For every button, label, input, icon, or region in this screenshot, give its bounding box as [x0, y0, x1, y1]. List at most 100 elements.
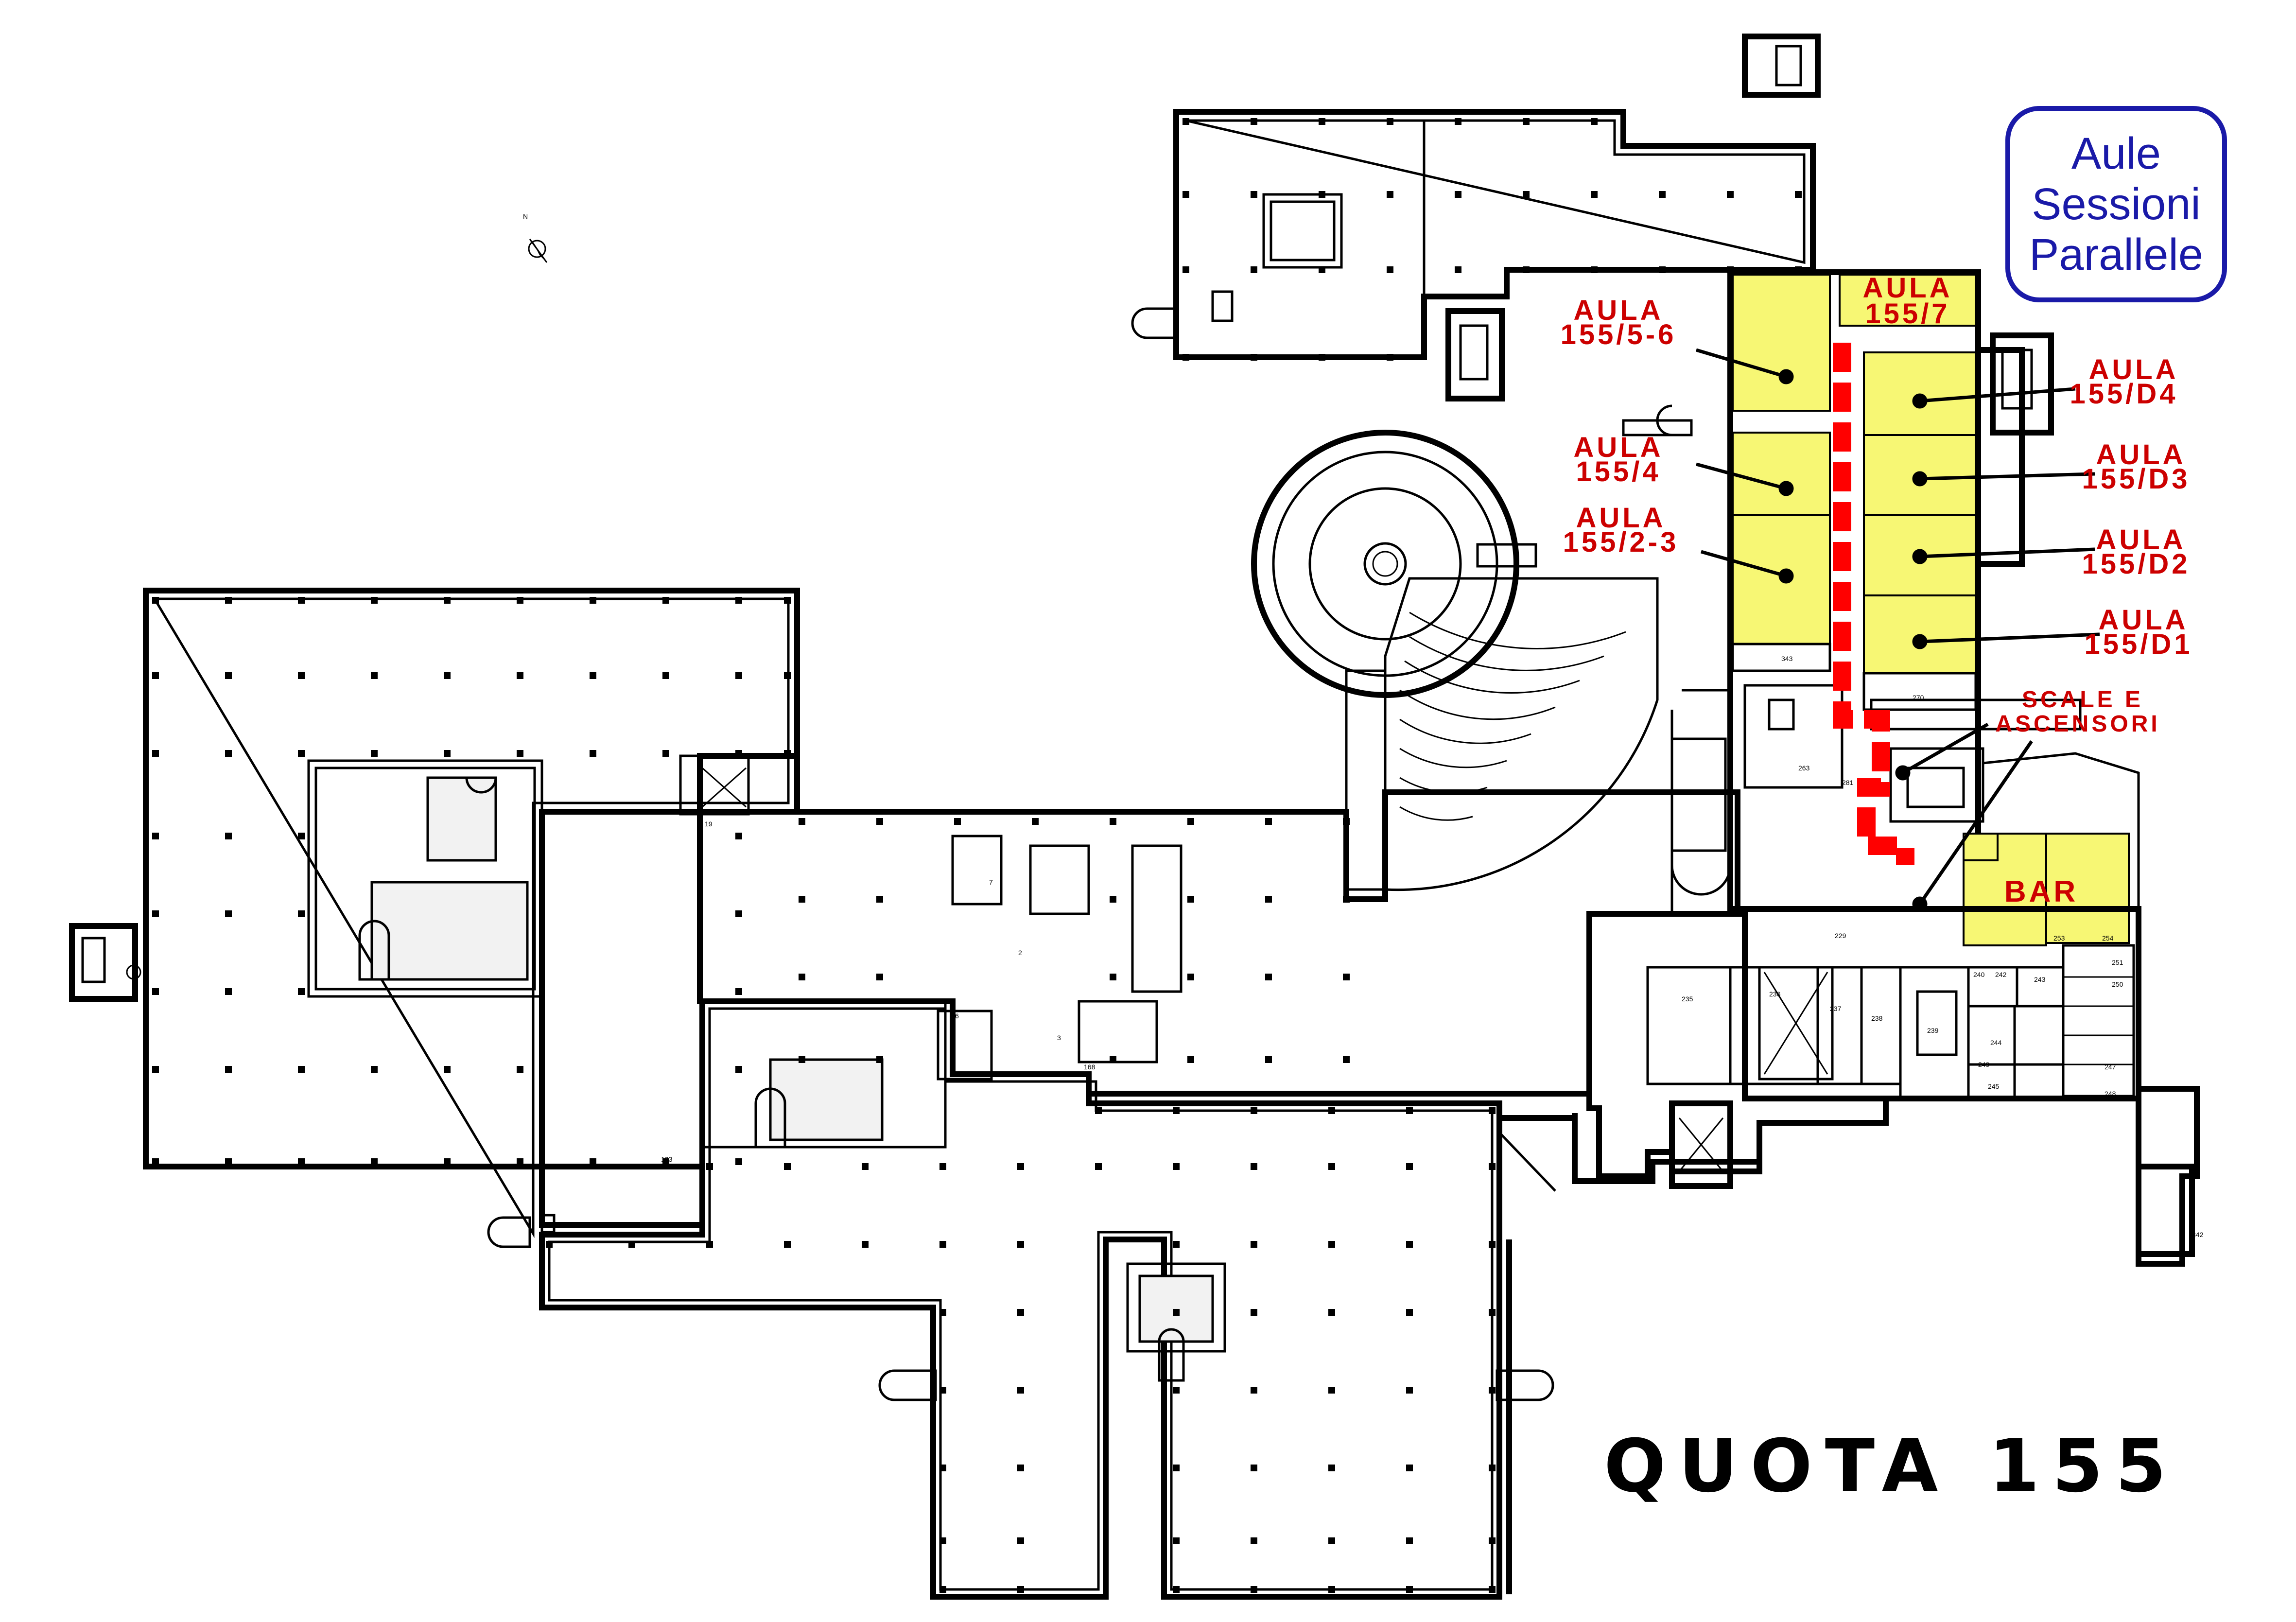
room-236: 236 — [1769, 990, 1781, 998]
column-marker — [1173, 1241, 1180, 1248]
room-343: 343 — [1781, 655, 1793, 663]
column-marker — [1455, 266, 1461, 273]
column-marker — [298, 833, 305, 839]
column-marker — [1173, 1537, 1180, 1544]
label-aula-155-d1: AULA — [2098, 604, 2188, 636]
column-marker — [298, 1158, 305, 1165]
column-marker — [444, 597, 451, 604]
column-marker — [1183, 266, 1189, 273]
column-marker — [1265, 896, 1272, 903]
label-aula-155-2-3: AULA — [1576, 502, 1666, 534]
column-marker — [298, 1066, 305, 1073]
column-marker — [799, 818, 805, 825]
column-marker — [1591, 191, 1598, 198]
column-marker — [1489, 1586, 1496, 1593]
column-marker — [517, 1158, 523, 1165]
column-marker — [1319, 191, 1325, 198]
column-marker — [1110, 818, 1116, 825]
column-marker — [784, 672, 791, 679]
column-marker — [225, 672, 232, 679]
column-marker — [1406, 1309, 1413, 1316]
column-marker — [1251, 1465, 1257, 1471]
column-marker — [939, 1241, 946, 1248]
room-7: 7 — [989, 878, 993, 886]
label-aula-155-d2: AULA — [2096, 524, 2186, 556]
room-244: 244 — [1990, 1039, 2002, 1046]
column-marker — [735, 988, 742, 995]
column-marker — [298, 750, 305, 757]
column-marker — [517, 672, 523, 679]
column-marker — [225, 750, 232, 757]
column-marker — [1406, 1586, 1413, 1593]
highlighted-rooms — [1731, 274, 2130, 946]
column-marker — [1173, 1163, 1180, 1170]
column-marker — [735, 672, 742, 679]
column-marker — [371, 672, 378, 679]
column-marker — [1727, 191, 1734, 198]
column-marker — [517, 597, 523, 604]
central-corridor — [679, 753, 1740, 1097]
column-marker — [1017, 1465, 1024, 1471]
column-marker — [1591, 266, 1598, 273]
auditorium — [1251, 430, 1659, 891]
legend-line-1: Aule — [2071, 129, 2161, 178]
column-marker — [784, 1241, 791, 1248]
room-281: 281 — [1842, 779, 1854, 786]
column-marker — [590, 750, 596, 757]
column-marker — [1406, 1241, 1413, 1248]
column-marker — [1187, 1056, 1194, 1063]
column-marker — [735, 597, 742, 604]
route-path — [1833, 343, 1914, 865]
label-aula-155-5-6: AULA — [1573, 295, 1663, 326]
column-marker — [1406, 1537, 1413, 1544]
column-marker — [1489, 1107, 1496, 1114]
column-marker — [1319, 354, 1325, 361]
column-marker — [1328, 1537, 1335, 1544]
column-marker — [1251, 1241, 1257, 1248]
column-marker — [1591, 118, 1598, 125]
column-marker — [1173, 1465, 1180, 1471]
column-marker — [225, 597, 232, 604]
column-marker — [662, 672, 669, 679]
column-marker — [1251, 1387, 1257, 1394]
column-marker — [1328, 1163, 1335, 1170]
pointer-lines — [1696, 348, 2100, 912]
corridor-columns — [799, 818, 1350, 1063]
column-marker — [371, 597, 378, 604]
label-aula-155-4-num: 155/4 — [1576, 456, 1661, 488]
column-marker — [1173, 1107, 1180, 1114]
column-marker — [862, 1163, 869, 1170]
column-marker — [1265, 974, 1272, 980]
label-aula-155-7-num: 155/7 — [1865, 298, 1950, 330]
legend-line-3: Parallele — [2029, 230, 2203, 279]
column-marker — [735, 1158, 742, 1165]
label-scale-e-ascensori: SCALE E — [2022, 687, 2143, 713]
west-columns — [152, 597, 791, 1165]
column-marker — [939, 1309, 946, 1316]
room-248: 248 — [2105, 1090, 2116, 1098]
column-marker — [517, 1066, 523, 1073]
column-marker — [298, 672, 305, 679]
room-229: 229 — [1835, 932, 1846, 940]
column-marker — [876, 896, 883, 903]
column-marker — [444, 1158, 451, 1165]
label-scale-e-ascensori-2: ASCENSORI — [1995, 711, 2160, 737]
column-marker — [590, 672, 596, 679]
label-aula-155-5-6-num: 155/5-6 — [1561, 319, 1677, 350]
column-marker — [1319, 118, 1325, 125]
column-marker — [298, 988, 305, 995]
column-marker — [1183, 354, 1189, 361]
column-marker — [735, 1066, 742, 1073]
column-marker — [371, 750, 378, 757]
column-marker — [1387, 191, 1393, 198]
room-aula-155-4 — [1732, 432, 1831, 516]
column-marker — [939, 1465, 946, 1471]
column-marker — [1406, 1163, 1413, 1170]
column-marker — [1659, 191, 1666, 198]
label-aula-155-d2-num: 155/D2 — [2082, 548, 2190, 580]
column-marker — [1523, 118, 1530, 125]
column-marker — [1187, 818, 1194, 825]
room-270: 270 — [1913, 694, 1924, 701]
column-marker — [1173, 1309, 1180, 1316]
column-marker — [152, 597, 159, 604]
